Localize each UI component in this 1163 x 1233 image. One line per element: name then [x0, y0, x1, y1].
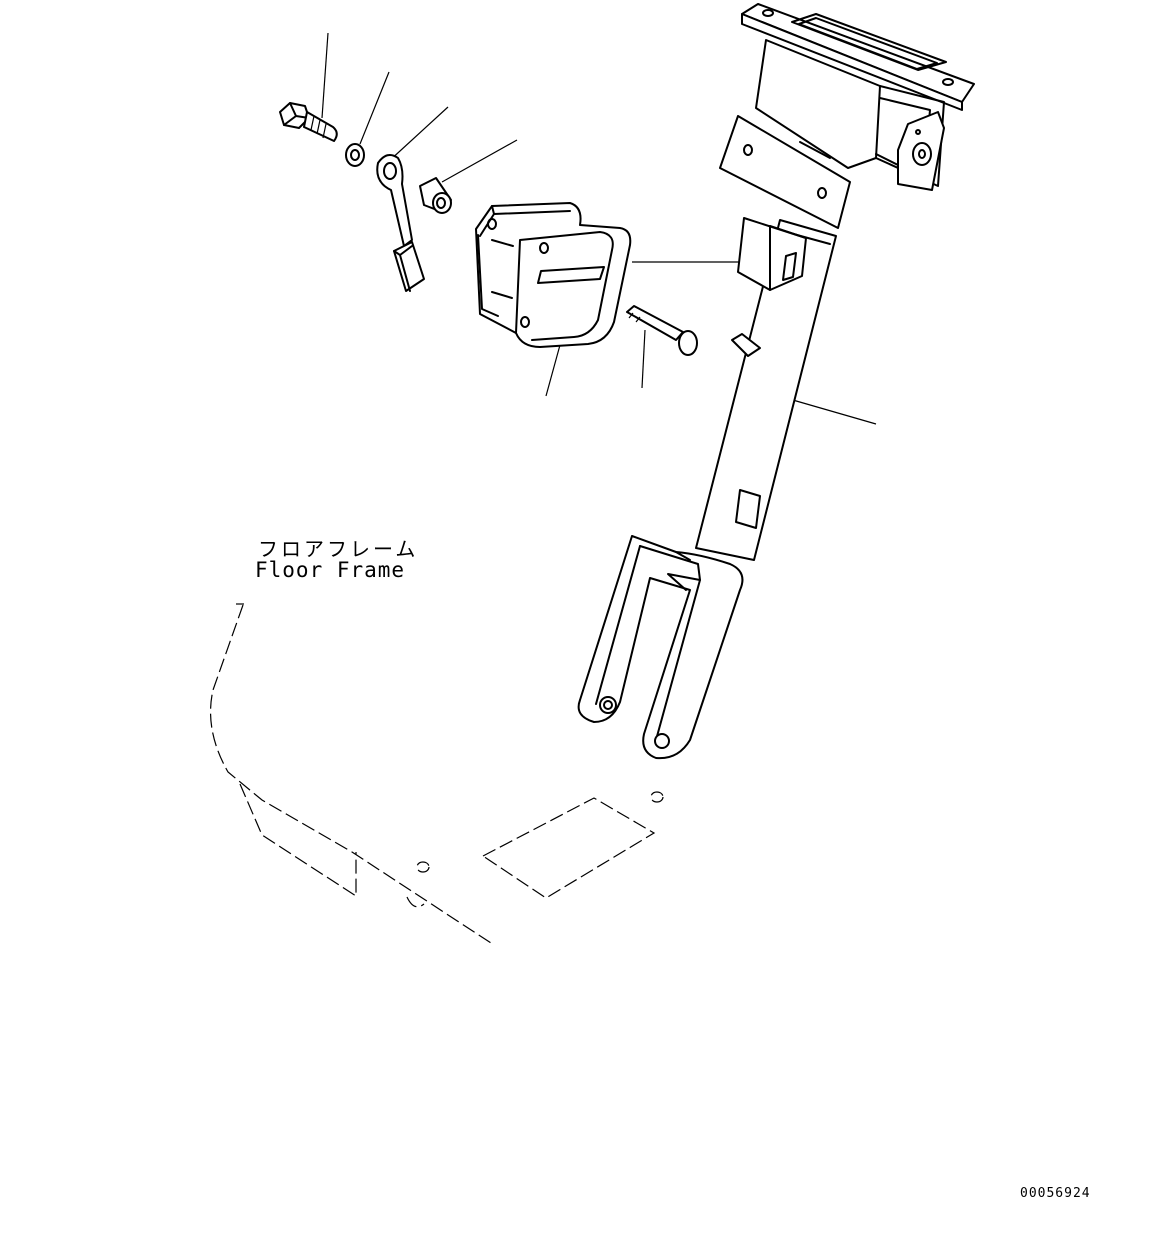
leader-line-washer [359, 71, 390, 145]
pin-part [626, 305, 698, 356]
leader-lines [321, 32, 877, 425]
leader-line-bracket [387, 106, 449, 163]
floor-frame-label-en: Floor Frame [255, 558, 406, 582]
column-part [577, 3, 975, 760]
bolt-part [279, 102, 338, 142]
leader-line-pin [641, 329, 646, 389]
washer-part [345, 143, 365, 167]
leader-line-bolt [321, 32, 329, 119]
leader-line-spacer [441, 139, 518, 183]
floor-frame-label-jp: フロアフレーム [258, 537, 419, 561]
drawing-number: 00056924 [1020, 1186, 1091, 1201]
cover-bracket-part [475, 202, 632, 348]
leader-line-cover-lower [545, 344, 561, 397]
bracket-part [376, 153, 425, 292]
spacer-part [419, 177, 452, 214]
floor-frame-outline [209, 603, 664, 946]
